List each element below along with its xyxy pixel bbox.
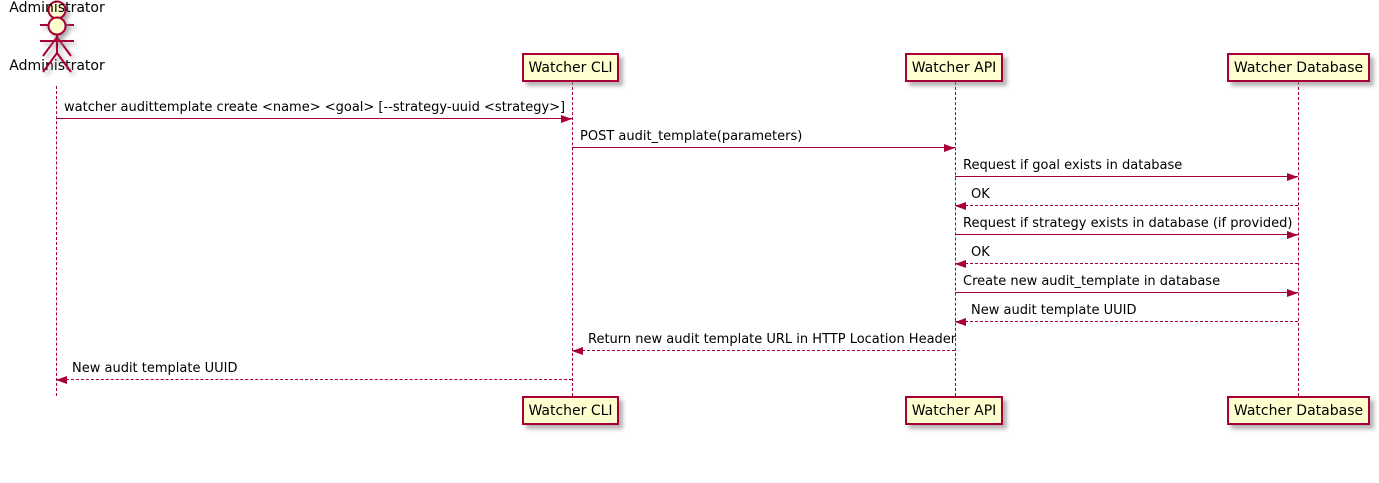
message-line xyxy=(955,321,1298,322)
message-arrowhead xyxy=(955,259,966,268)
message-line xyxy=(572,350,955,351)
message-line xyxy=(955,176,1298,177)
message-label: New audit template UUID xyxy=(72,361,238,376)
message-line xyxy=(955,263,1298,264)
message-label: Request if strategy exists in database (… xyxy=(963,216,1293,231)
message-line xyxy=(955,292,1298,293)
participant-box-watcher-api-top: Watcher API xyxy=(905,53,1003,82)
message-line xyxy=(56,118,572,119)
message-arrowhead xyxy=(572,346,583,355)
lifeline-administrator xyxy=(56,86,57,396)
participant-box-watcher-database-top: Watcher Database xyxy=(1227,53,1370,82)
participant-box-watcher-api-bottom: Watcher API xyxy=(905,396,1003,425)
lifeline-watcher-database xyxy=(1298,82,1299,396)
message-line xyxy=(955,234,1298,235)
message-arrowhead xyxy=(561,114,572,123)
actor-icon xyxy=(40,16,74,73)
lifeline-watcher-api xyxy=(955,82,956,396)
participant-box-watcher-database-bottom: Watcher Database xyxy=(1227,396,1370,425)
message-arrowhead xyxy=(955,317,966,326)
actor-label: Administrator xyxy=(9,0,105,16)
actor-label: Administrator xyxy=(9,58,105,74)
participant-box-watcher-cli-top: Watcher CLI xyxy=(522,53,619,82)
message-arrowhead xyxy=(1287,288,1298,297)
message-line xyxy=(56,379,572,380)
message-arrowhead xyxy=(955,201,966,210)
message-label: OK xyxy=(971,187,990,202)
message-line xyxy=(572,147,955,148)
message-label: OK xyxy=(971,245,990,260)
message-label: Return new audit template URL in HTTP Lo… xyxy=(588,332,957,347)
message-label: New audit template UUID xyxy=(971,303,1137,318)
message-arrowhead xyxy=(944,143,955,152)
lifeline-watcher-cli xyxy=(572,82,573,396)
message-label: watcher audittemplate create <name> <goa… xyxy=(64,100,566,115)
message-line xyxy=(955,205,1298,206)
message-label: Create new audit_template in database xyxy=(963,274,1221,289)
message-label: Request if goal exists in database xyxy=(963,158,1183,173)
message-arrowhead xyxy=(1287,172,1298,181)
message-label: POST audit_template(parameters) xyxy=(580,129,803,144)
participant-box-watcher-cli-bottom: Watcher CLI xyxy=(522,396,619,425)
actor-administrator-bottom: Administrator xyxy=(0,0,114,74)
message-arrowhead xyxy=(56,375,67,384)
message-arrowhead xyxy=(1287,230,1298,239)
